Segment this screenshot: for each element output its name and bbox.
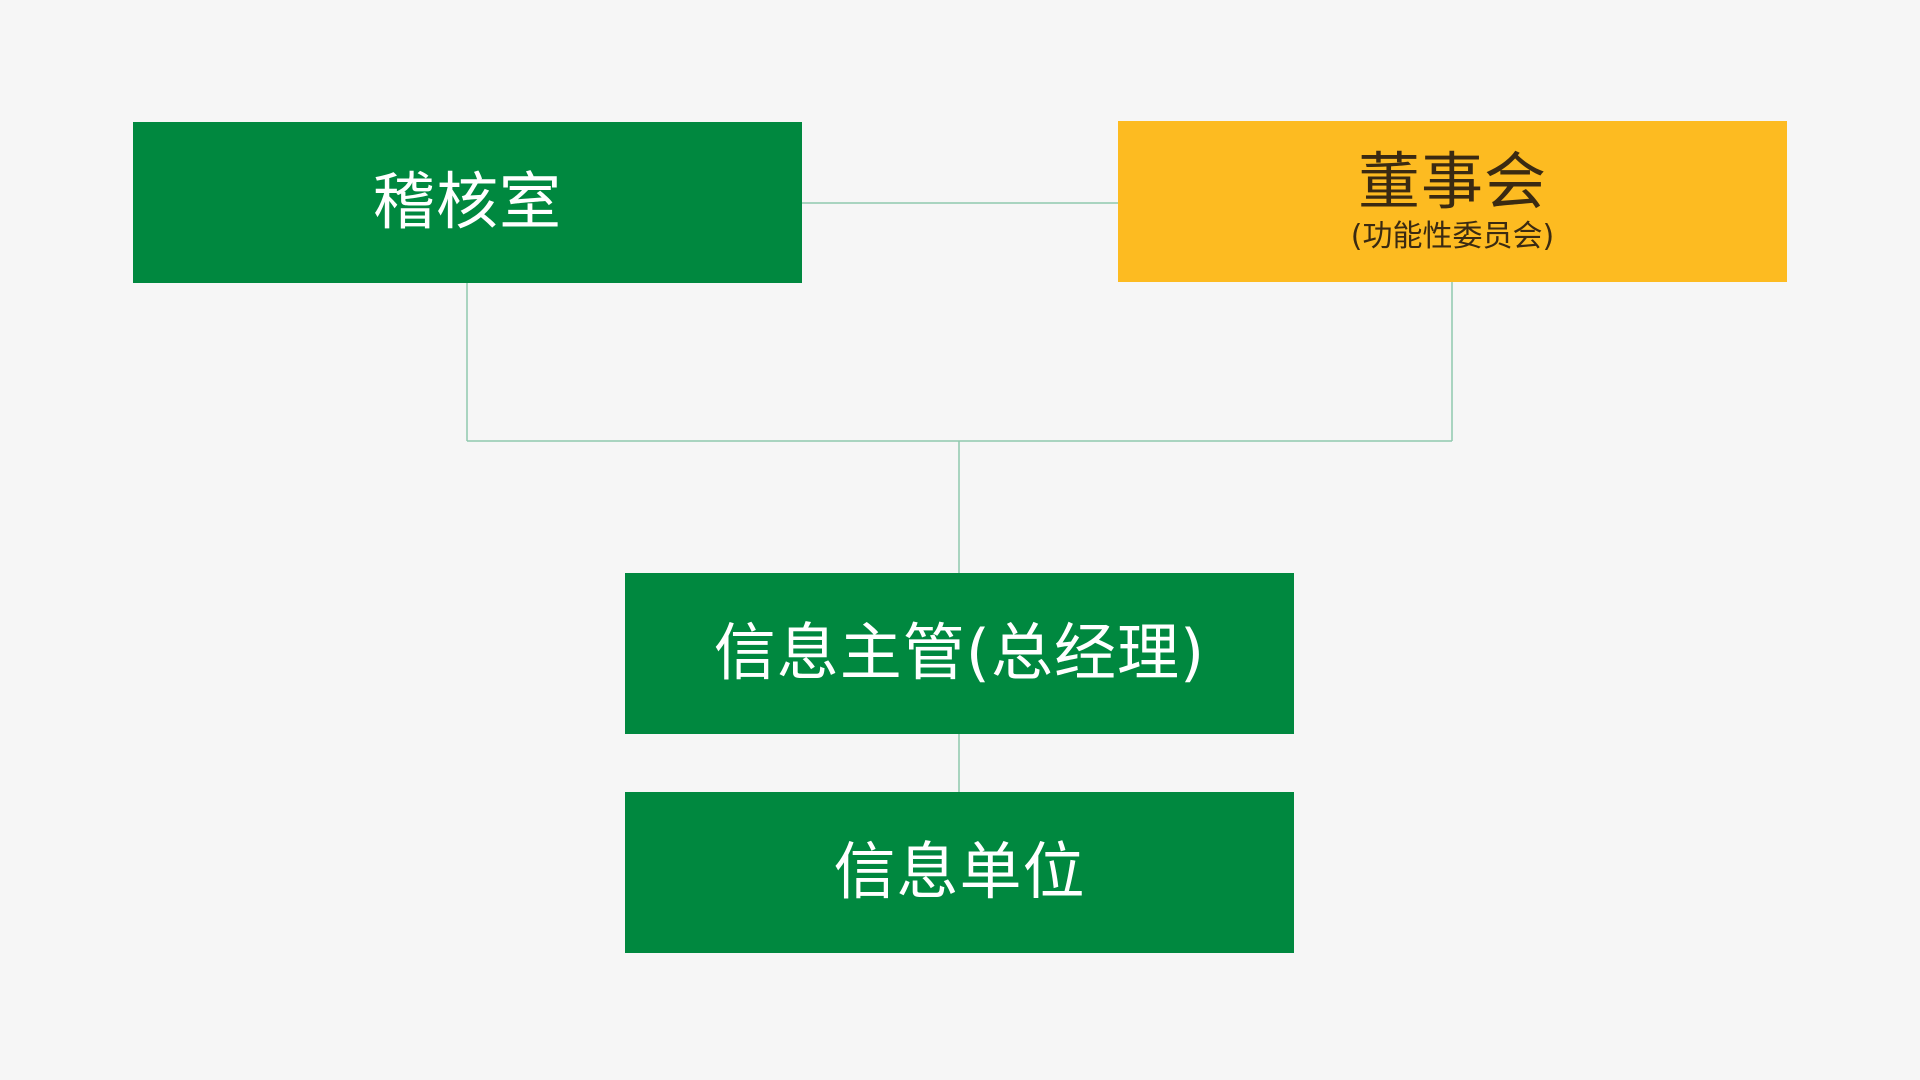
node-board-of-directors[interactable]: 董事会 (功能性委员会) bbox=[1118, 121, 1787, 282]
node-it-unit[interactable]: 信息单位 bbox=[625, 792, 1294, 953]
node-audit-office[interactable]: 稽核室 bbox=[133, 122, 802, 283]
node-cio-label: 信息主管(总经理) bbox=[713, 616, 1206, 690]
node-board-sublabel: (功能性委员会) bbox=[1350, 218, 1555, 254]
node-audit-office-label: 稽核室 bbox=[372, 165, 562, 239]
node-cio[interactable]: 信息主管(总经理) bbox=[625, 573, 1294, 734]
node-board-label: 董事会 bbox=[1357, 145, 1547, 219]
node-it-unit-label: 信息单位 bbox=[833, 835, 1086, 909]
